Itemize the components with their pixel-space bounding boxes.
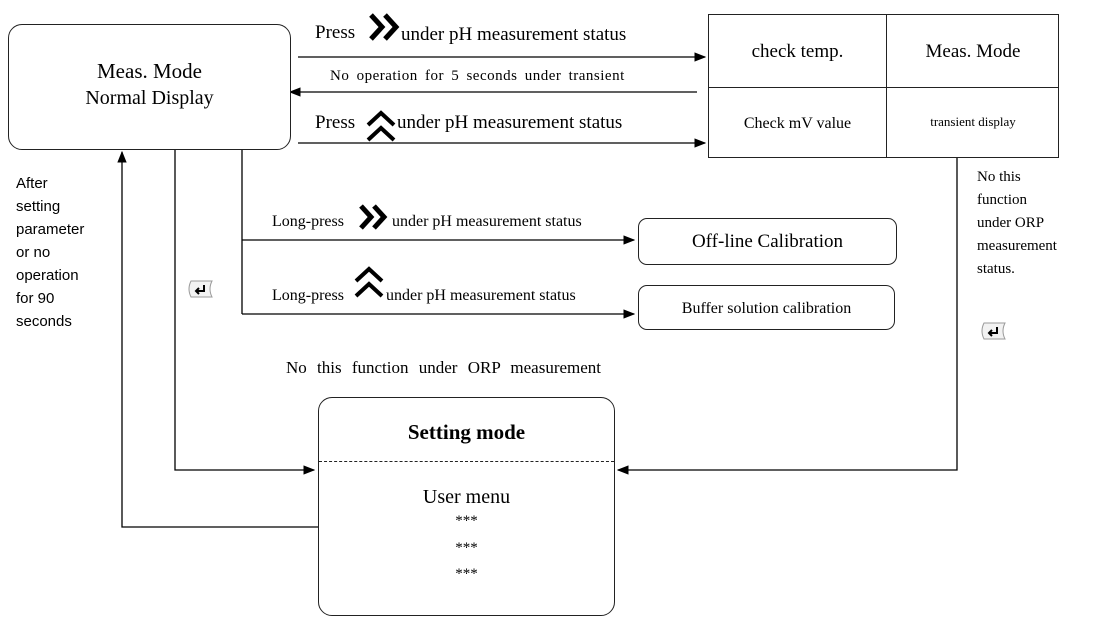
orp-note-right: No this function under ORP measurement s… (977, 169, 1057, 277)
setting-mode-title: Setting mode (407, 420, 526, 444)
double-chevron-right-icon (359, 204, 388, 230)
normal-display-subtitle: Normal Display (85, 87, 214, 109)
user-menu-item: *** (455, 513, 478, 529)
arrow-to-setting-mode-left (174, 150, 316, 475)
enter-key-icon (981, 322, 1006, 340)
check-temp-cell: check temp. (751, 41, 844, 62)
user-menu-item: *** (455, 540, 478, 556)
press-right-suffix: under pH measurement status (401, 24, 627, 45)
chevron-up-icon (354, 266, 384, 298)
long-press-up-label: Long-press (272, 287, 344, 304)
transient-display-cell: transient display (930, 114, 1016, 129)
double-chevron-right-icon (369, 13, 400, 41)
arrow-to-setting-mode-right (616, 158, 958, 475)
long-press-up-suffix: under pH measurement status (386, 287, 576, 304)
offline-calibration-box: Off-line Calibration (638, 218, 897, 265)
user-menu-item: *** (455, 566, 478, 582)
setting-mode-box: Setting mode User menu *** *** *** (318, 397, 615, 616)
dashed-divider (319, 461, 614, 462)
long-press-right-suffix: under pH measurement status (392, 213, 582, 230)
long-press-right-label: Long-press (272, 213, 344, 230)
buffer-calibration-label: Buffer solution calibration (681, 300, 852, 317)
buffer-calibration-box: Buffer solution calibration (638, 285, 895, 330)
press-right-label: Press (315, 22, 356, 43)
check-mv-cell: Check mV value (743, 115, 852, 132)
no-operation-label: No operation for 5 seconds under transie… (330, 68, 625, 84)
return-note: After setting parameter or no operation … (16, 175, 85, 330)
transient-table: check temp. Meas. Mode Check mV value tr… (708, 14, 1059, 158)
orp-note-center: No this function under ORP measurement (286, 358, 602, 377)
chevron-up-icon (366, 110, 396, 142)
press-up-suffix: under pH measurement status (397, 112, 623, 133)
arrow-return-to-normal (117, 150, 318, 528)
normal-display-title: Meas. Mode (97, 59, 202, 83)
offline-calibration-label: Off-line Calibration (691, 231, 844, 252)
user-menu-label: User menu (422, 486, 511, 508)
enter-key-icon (188, 280, 213, 298)
meas-mode-cell: Meas. Mode (925, 41, 1021, 62)
press-up-label: Press (315, 112, 356, 133)
normal-display-box: Meas. Mode Normal Display (8, 24, 291, 150)
